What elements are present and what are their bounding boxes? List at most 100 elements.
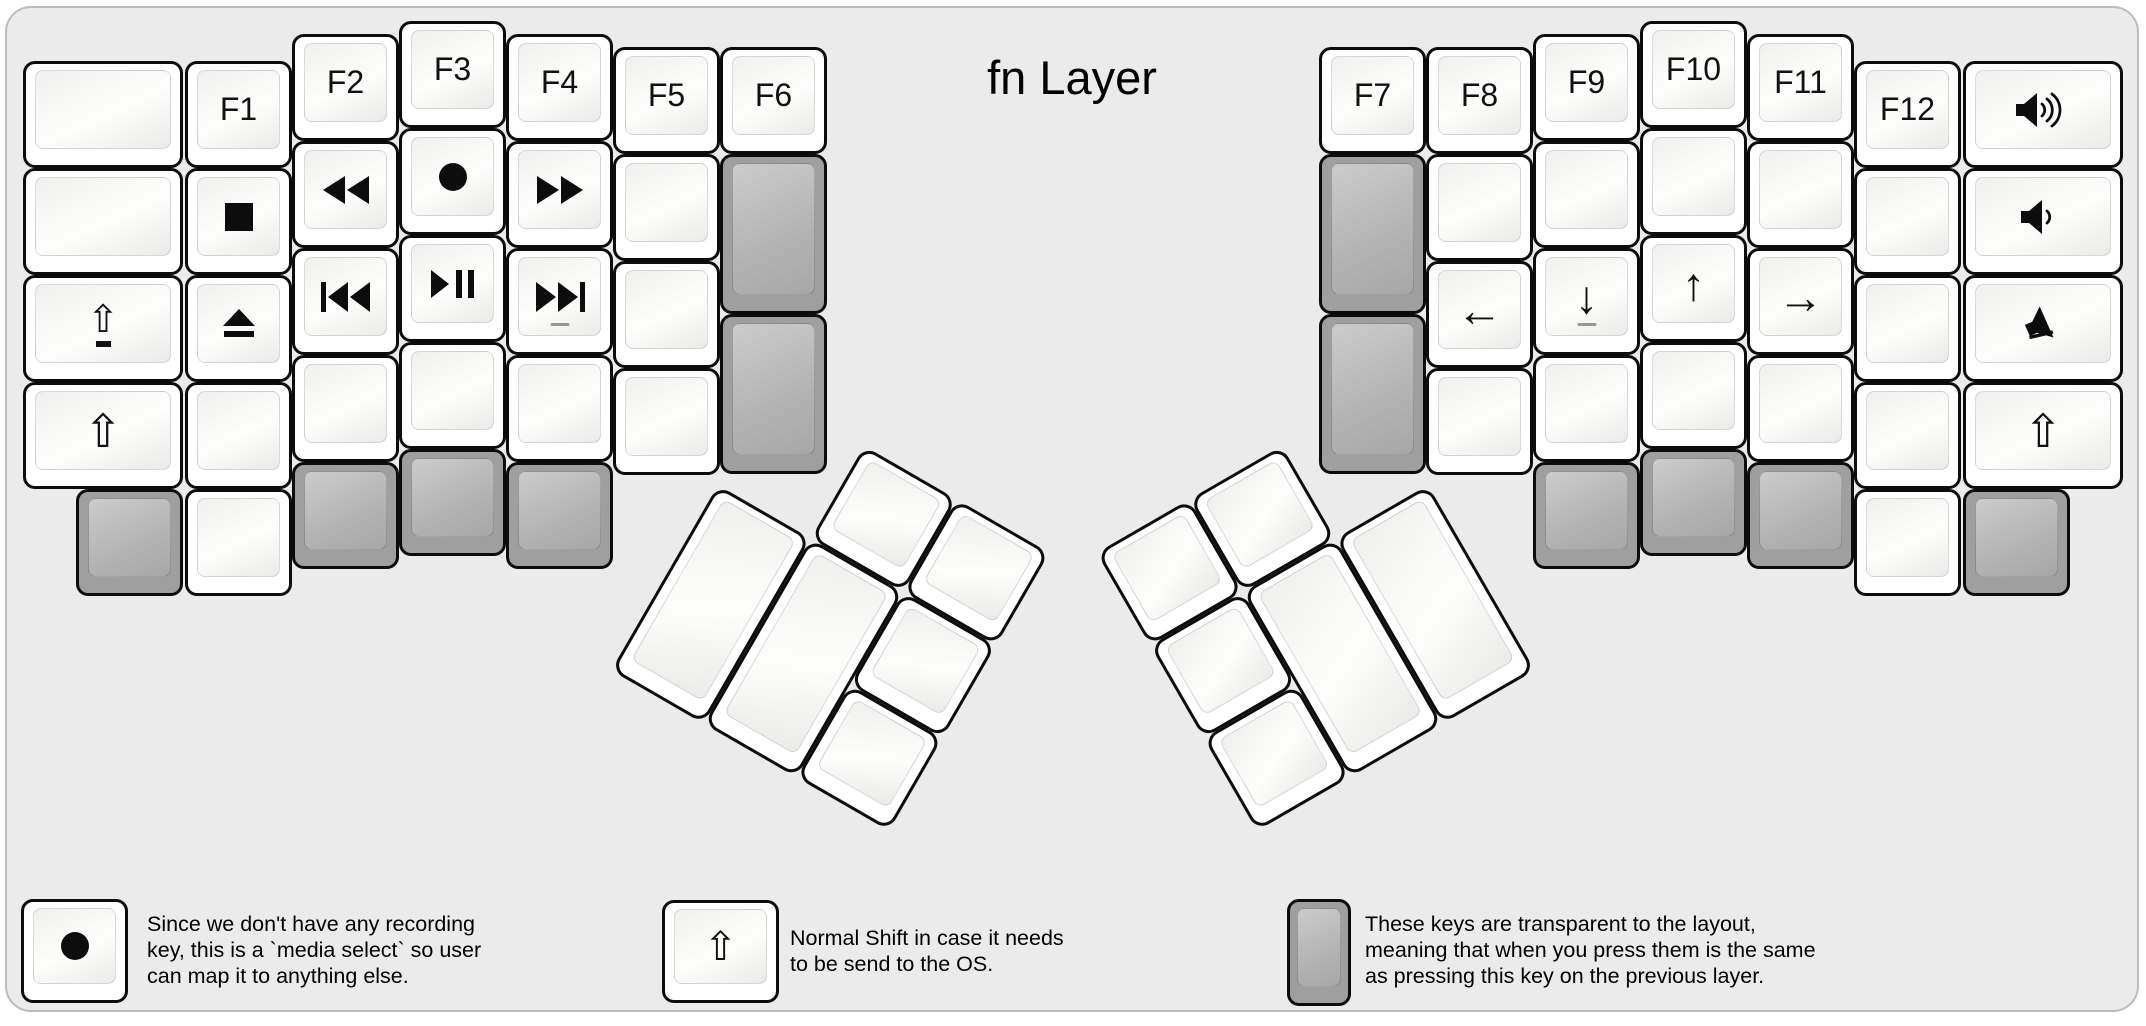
key-transparent-r-inner-tall-2[interactable] — [1319, 314, 1426, 474]
key-f2[interactable]: F2 — [292, 34, 399, 141]
key-f6[interactable]: F6 — [720, 47, 827, 154]
key-blank-r-c1-r3[interactable] — [1426, 368, 1533, 475]
key-legend-media-select-key[interactable] — [21, 899, 128, 1003]
key-media-select-record[interactable] — [399, 128, 506, 235]
key-f7[interactable]: F7 — [1319, 47, 1426, 154]
key-blank-r-c3-r1[interactable] — [1640, 128, 1747, 235]
keycap — [1759, 471, 1842, 550]
key-transparent-l-bottom-3[interactable] — [399, 449, 506, 556]
keycap: F3 — [411, 30, 494, 109]
keycap — [411, 458, 494, 537]
legend-line: Normal Shift in case it needs — [790, 926, 1064, 950]
key-blank-r-c2-r3[interactable] — [1533, 355, 1640, 462]
key-transparent-l-inner-tall-2[interactable] — [720, 314, 827, 474]
key-f10[interactable]: F10 — [1640, 21, 1747, 128]
key-volume-down[interactable] — [1963, 168, 2123, 275]
legend-line: to be send to the OS. — [790, 952, 994, 976]
key-blank-l-c1-r3[interactable] — [185, 382, 292, 489]
key-prev-track[interactable] — [292, 248, 399, 355]
caps-lock-icon: ⇧ — [87, 301, 119, 347]
key-f4[interactable]: F4 — [506, 34, 613, 141]
key-mute[interactable] — [1963, 275, 2123, 382]
key-caps-lock[interactable]: ⇧ — [23, 275, 183, 382]
keycap: F5 — [625, 56, 708, 135]
key-volume-up[interactable] — [1963, 61, 2123, 168]
key-play-pause[interactable] — [399, 235, 506, 342]
key-rewind[interactable] — [292, 141, 399, 248]
keycap — [35, 177, 171, 256]
key-arrow-right[interactable]: → — [1747, 248, 1854, 355]
keycap: ⇧ — [1975, 391, 2111, 470]
key-arrow-up[interactable]: ↑ — [1640, 235, 1747, 342]
key-blank-r-bottom-5[interactable] — [1854, 489, 1961, 596]
key-stop[interactable] — [185, 168, 292, 275]
key-transparent-r-bottom-4[interactable] — [1747, 462, 1854, 569]
key-blank-r-c2-r1[interactable] — [1533, 141, 1640, 248]
key-shift-right[interactable]: ⇧ — [1963, 382, 2123, 489]
key-blank-l-c4-r3[interactable] — [506, 355, 613, 462]
keycap: ↓ — [1545, 257, 1628, 336]
key-transparent-l-bottom-0[interactable] — [76, 489, 183, 596]
key-transparent-l-bottom-4[interactable] — [506, 462, 613, 569]
key-transparent-r-inner-tall-1[interactable] — [1319, 154, 1426, 314]
key-legend-normal-shift-key[interactable]: ⇧ — [662, 900, 779, 1003]
key-blank-l-c5-r2[interactable] — [613, 261, 720, 368]
key-blank-r-c4-r3[interactable] — [1747, 355, 1854, 462]
keycap — [1975, 498, 2058, 577]
keycap: F1 — [197, 70, 280, 149]
key-blank-r-c5-r1[interactable] — [1854, 168, 1961, 275]
key-blank-l-c3-r3[interactable] — [399, 342, 506, 449]
key-transparent-l-inner-tall-1[interactable] — [720, 154, 827, 314]
key-f9[interactable]: F9 — [1533, 34, 1640, 141]
layer-title: fn Layer — [987, 51, 1157, 104]
key-blank-l-bottom-1[interactable] — [185, 489, 292, 596]
key-blank-l-c0-r0[interactable] — [23, 61, 183, 168]
key-label: F1 — [219, 91, 258, 127]
key-transparent-r-bottom-2[interactable] — [1533, 462, 1640, 569]
legend-line: meaning that when you press them is the … — [1365, 938, 1816, 962]
keycap: ⇧ — [674, 909, 767, 984]
keycap — [304, 150, 387, 229]
key-transparent-l-bottom-2[interactable] — [292, 462, 399, 569]
keycap — [197, 177, 280, 256]
keycap: F11 — [1759, 43, 1842, 122]
key-f8[interactable]: F8 — [1426, 47, 1533, 154]
key-next-track[interactable] — [506, 248, 613, 355]
key-f12[interactable]: F12 — [1854, 61, 1961, 168]
key-f3[interactable]: F3 — [399, 21, 506, 128]
key-blank-l-c2-r3[interactable] — [292, 355, 399, 462]
keycap — [33, 908, 116, 984]
key-arrow-down[interactable]: ↓ — [1533, 248, 1640, 355]
keycap — [304, 364, 387, 443]
keycap — [1975, 70, 2111, 149]
key-blank-r-c4-r1[interactable] — [1747, 141, 1854, 248]
key-legend-transparent-keys-key[interactable] — [1287, 899, 1351, 1006]
arrow-left-icon: ← — [1456, 283, 1503, 336]
key-blank-r-c5-r3[interactable] — [1854, 382, 1961, 489]
key-blank-l-c5-r3[interactable] — [613, 368, 720, 475]
key-f11[interactable]: F11 — [1747, 34, 1854, 141]
key-eject[interactable] — [185, 275, 292, 382]
key-f5[interactable]: F5 — [613, 47, 720, 154]
legend-transparent-keys-text: These keys are transparent to the layout… — [1365, 911, 1816, 989]
key-f1[interactable]: F1 — [185, 61, 292, 168]
key-shift-left[interactable]: ⇧ — [23, 382, 183, 489]
keycap: F9 — [1545, 43, 1628, 122]
key-blank-l-c0-r1[interactable] — [23, 168, 183, 275]
key-transparent-r-bottom-3[interactable] — [1640, 449, 1747, 556]
key-blank-l-c5-r1[interactable] — [613, 154, 720, 261]
keycap — [1331, 323, 1414, 455]
key-fast-forward[interactable] — [506, 141, 613, 248]
key-blank-r-c1-r1[interactable] — [1426, 154, 1533, 261]
key-transparent-r-bottom-6[interactable] — [1963, 489, 2070, 596]
key-arrow-left[interactable]: ← — [1426, 261, 1533, 368]
stop-icon — [224, 202, 253, 231]
keycap — [1866, 391, 1949, 470]
key-blank-r-c5-r2[interactable] — [1854, 275, 1961, 382]
keycap — [1297, 908, 1341, 987]
keycap — [1975, 177, 2111, 256]
key-label: F7 — [1353, 77, 1392, 113]
key-blank-r-c3-r3[interactable] — [1640, 342, 1747, 449]
